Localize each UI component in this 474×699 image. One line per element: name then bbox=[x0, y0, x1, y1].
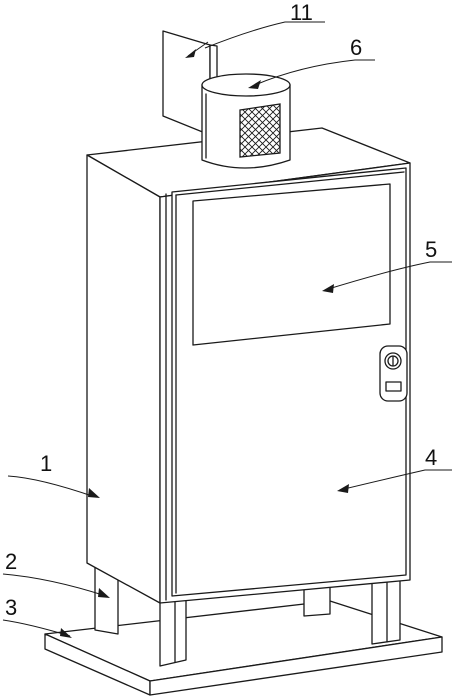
callout-3-label: 3 bbox=[5, 595, 17, 620]
arrowheads bbox=[60, 49, 349, 638]
callout-5-label: 5 bbox=[425, 237, 437, 262]
callout-6-label: 6 bbox=[350, 35, 362, 60]
display-window bbox=[192, 183, 391, 346]
callout-2-label: 2 bbox=[5, 549, 17, 574]
sensor-cylinder bbox=[201, 73, 291, 169]
base-plate bbox=[44, 600, 443, 696]
callout-4-label: 4 bbox=[425, 445, 437, 470]
callout-1-label: 1 bbox=[40, 451, 52, 476]
door-lock bbox=[379, 345, 408, 402]
leader-lines bbox=[2, 21, 452, 637]
callout-11-label: 11 bbox=[290, 0, 313, 25]
